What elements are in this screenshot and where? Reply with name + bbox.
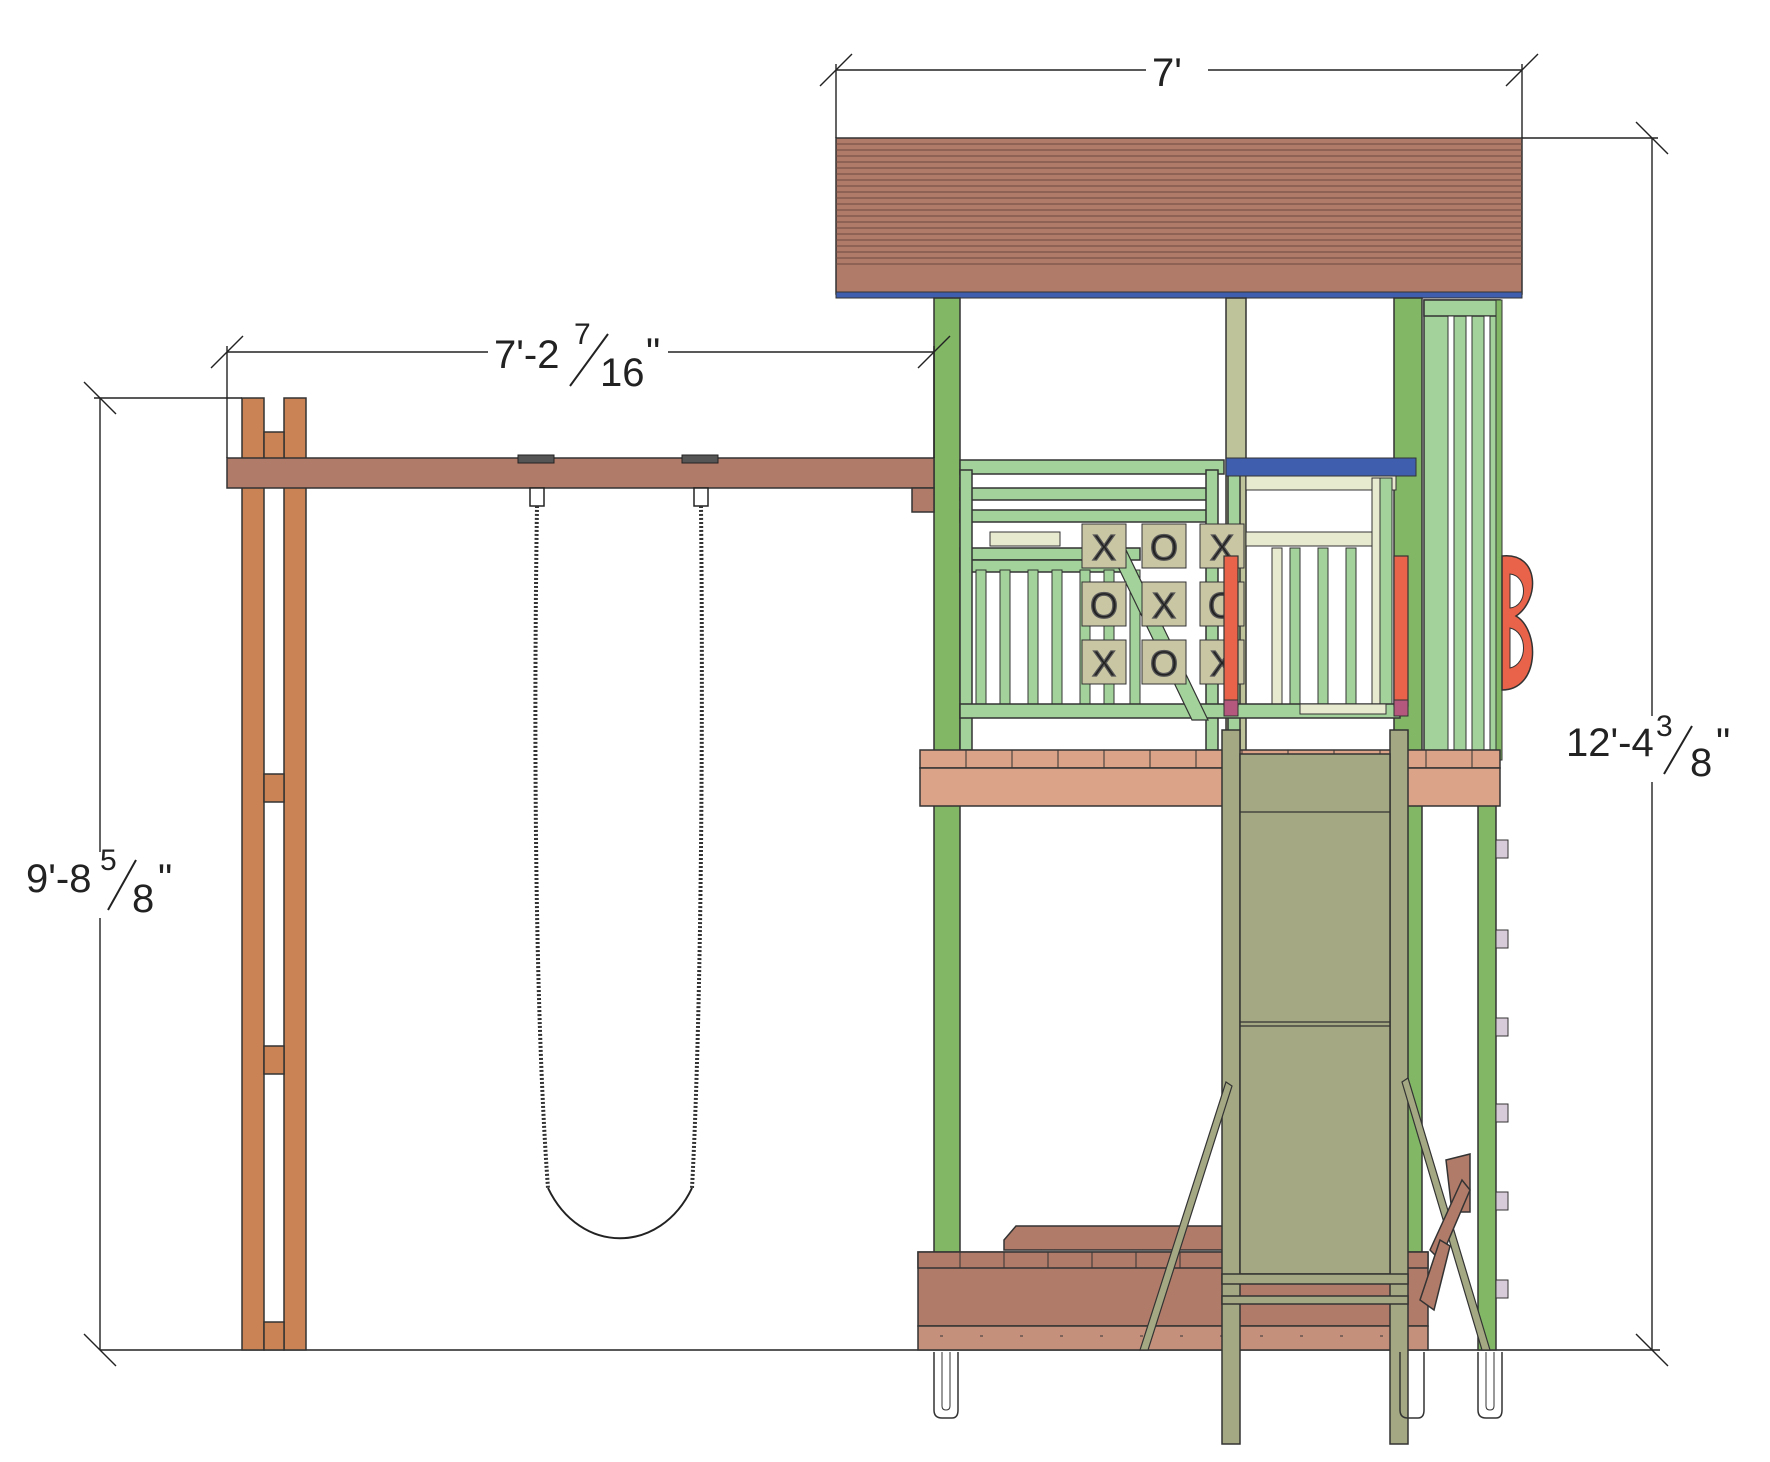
roof-shingle-lines xyxy=(836,143,1522,265)
overall-height-num: 3 xyxy=(1656,710,1673,743)
climbing-rocks xyxy=(1495,839,1509,1299)
climbing-rock xyxy=(1495,1017,1509,1037)
tic-tac-toe-tile xyxy=(1081,581,1127,627)
grab-handle-right xyxy=(1393,555,1409,707)
a-frame-rung xyxy=(263,773,285,803)
swing-hanger-left xyxy=(517,454,555,464)
railing-slats-right xyxy=(1271,547,1357,709)
deck xyxy=(919,749,1501,807)
overall-height-unit: " xyxy=(1716,721,1730,765)
a-frame-rung xyxy=(263,431,285,461)
railing-slat xyxy=(1289,547,1301,707)
railing-slat xyxy=(1051,569,1063,707)
dimension-labels: 7' 7'-2 7 16 " 9'-8 5 8 " 12'-4 3 8 " xyxy=(20,48,1742,921)
tic-tac-toe-tile xyxy=(1141,639,1187,685)
roof-width-label: 7' xyxy=(1152,51,1182,95)
tic-tac-toe-mark: X xyxy=(1152,585,1176,626)
a-frame-leg-left xyxy=(241,397,265,1351)
climbing-rock xyxy=(1495,1279,1509,1299)
swing-chain-right xyxy=(690,505,704,1189)
tower-posts xyxy=(933,297,1497,1351)
belt-swing xyxy=(517,454,719,1240)
roof-trim xyxy=(835,291,1523,299)
tic-tac-toe-mark: O xyxy=(1150,527,1178,568)
tic-tac-toe-tile xyxy=(1081,639,1127,685)
railing-slat xyxy=(1345,547,1357,707)
railing-slat xyxy=(1317,547,1329,707)
swing-height-num: 5 xyxy=(100,844,117,877)
roof xyxy=(835,137,1523,299)
diagonal-brace xyxy=(1109,549,1209,721)
tic-tac-toe-tile xyxy=(1141,581,1187,627)
beam-length-whole: 7'-2 xyxy=(494,333,559,377)
swing-height-whole: 9'-8 xyxy=(26,857,91,901)
blue-header-beam xyxy=(1225,457,1417,477)
anchor xyxy=(933,1352,959,1419)
grab-handles xyxy=(1223,555,1409,717)
climbing-rock xyxy=(1495,839,1509,859)
climbing-rock xyxy=(1495,1103,1509,1123)
rear-right-post xyxy=(1477,799,1497,1351)
swing-hanger-right xyxy=(681,454,719,464)
swing-height-den: 8 xyxy=(132,877,154,921)
side-wall-panel xyxy=(1423,299,1534,761)
grab-handle-left xyxy=(1223,555,1239,707)
tic-tac-toe-mark: X xyxy=(1092,643,1116,684)
beam-bracket xyxy=(911,487,935,513)
railing-slat xyxy=(1027,569,1039,707)
slide-and-ladder xyxy=(1139,729,1491,1445)
tic-tac-toe-mark: X xyxy=(1092,527,1116,568)
bench-seat xyxy=(1419,1153,1471,1312)
beam-length-den: 16 xyxy=(600,351,645,395)
red-handle-icon xyxy=(1501,555,1534,691)
a-frame-rung xyxy=(263,1045,285,1075)
swing-frame xyxy=(226,397,935,1351)
slide-bed xyxy=(1239,753,1391,1275)
anchor xyxy=(1399,1352,1425,1419)
tic-tac-toe-tile xyxy=(1081,523,1127,569)
tic-tac-toe-tile xyxy=(1141,523,1187,569)
swing-seat xyxy=(547,1187,693,1240)
railing-slat xyxy=(975,569,987,707)
overall-height-whole: 12'-4 xyxy=(1566,721,1654,765)
tic-tac-toe-mark: O xyxy=(1090,585,1118,626)
railing-slat xyxy=(999,569,1011,707)
beam-length-unit: " xyxy=(646,331,660,375)
swing-height-unit: " xyxy=(158,857,172,901)
tic-tac-toe-mark: O xyxy=(1150,643,1178,684)
overall-height-den: 8 xyxy=(1690,741,1712,785)
a-frame-rung xyxy=(263,1321,285,1351)
climbing-rock xyxy=(1495,929,1509,949)
swing-beam xyxy=(226,457,935,489)
tower-railing xyxy=(959,457,1417,751)
a-frame-leg-right xyxy=(283,397,307,1351)
climbing-rock xyxy=(1495,1191,1509,1211)
swing-chain-left xyxy=(533,505,550,1189)
anchor xyxy=(1477,1352,1503,1419)
ground-anchors xyxy=(933,1352,1503,1419)
slide-leg-left xyxy=(1139,1081,1233,1351)
beam-length-num: 7 xyxy=(574,318,591,351)
